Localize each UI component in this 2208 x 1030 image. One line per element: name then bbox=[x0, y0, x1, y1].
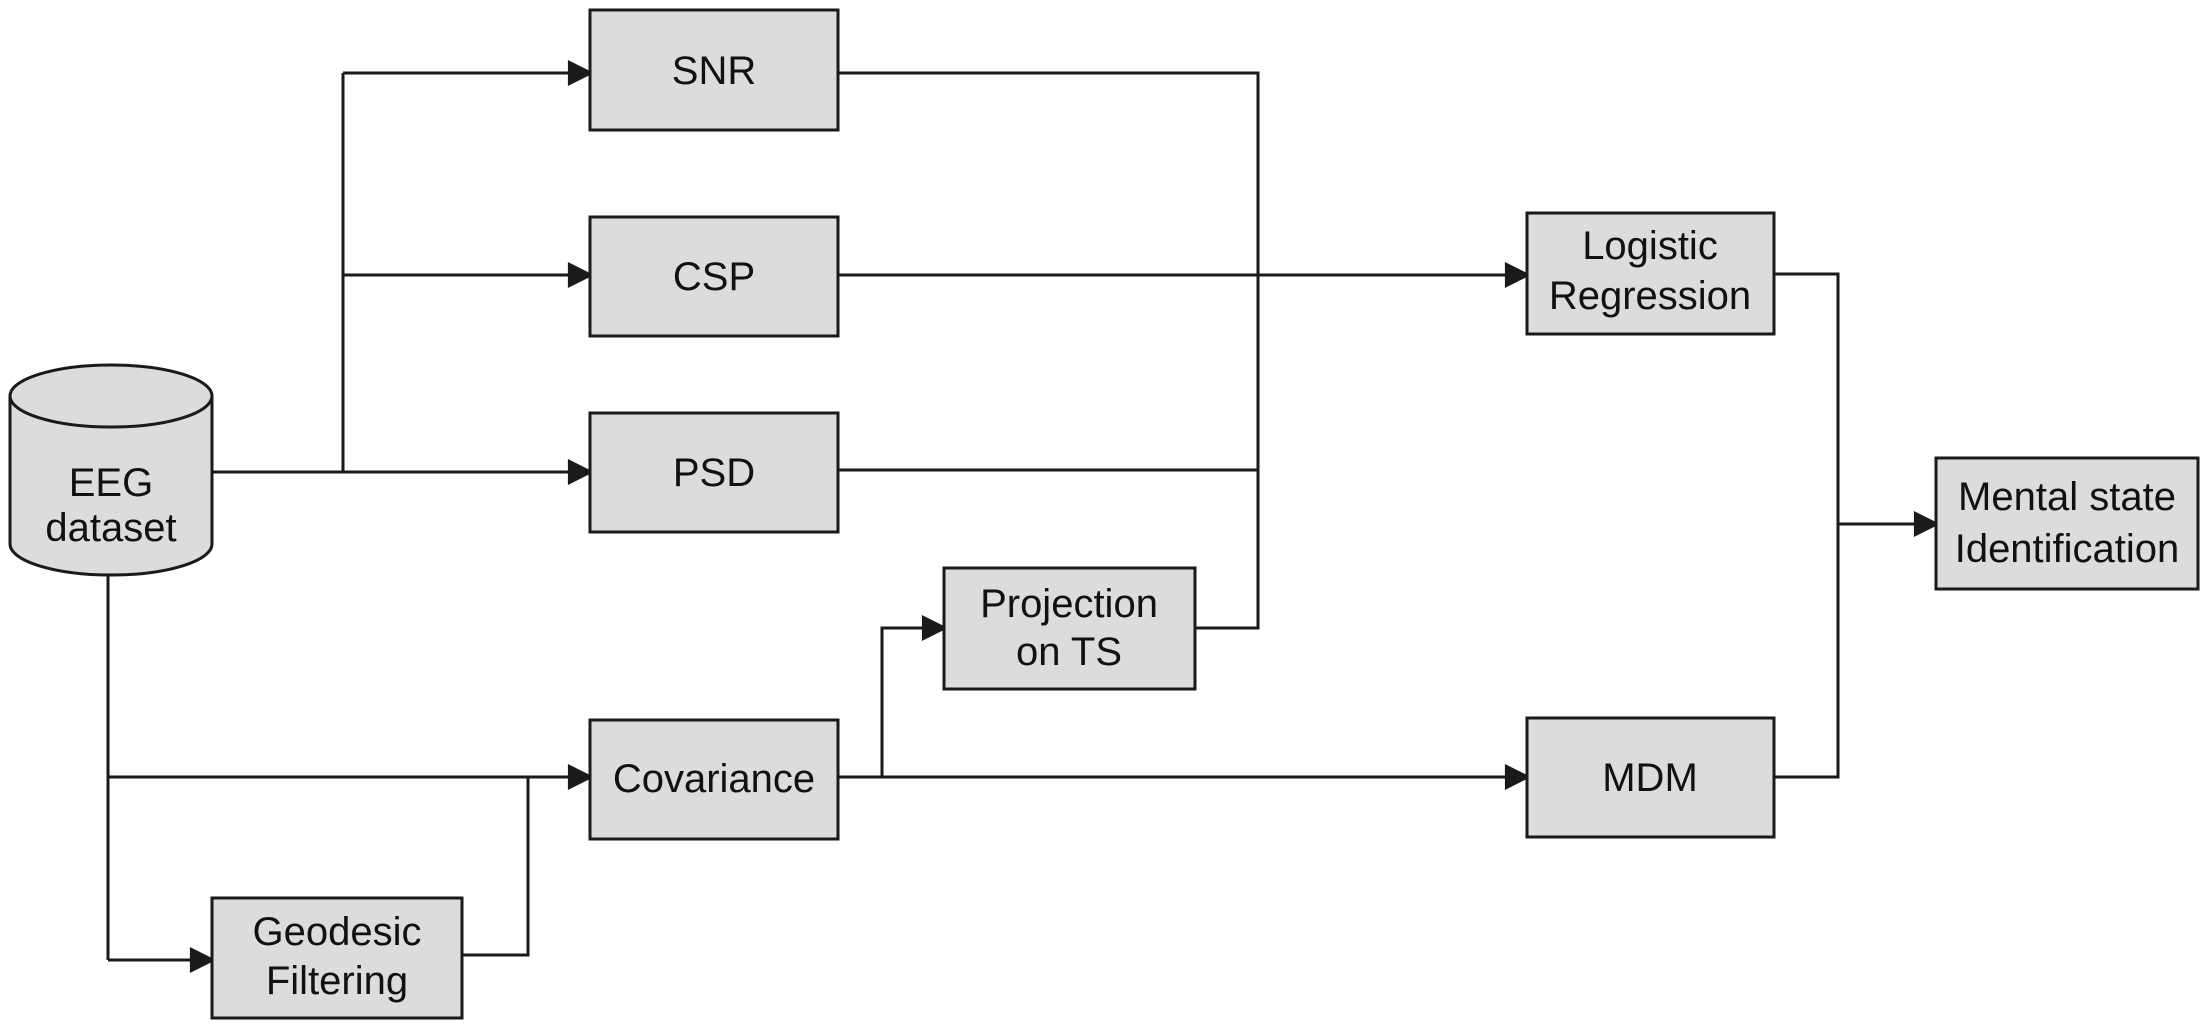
mental-state-label-line1: Mental state bbox=[1958, 475, 2176, 519]
psd-label: PSD bbox=[673, 451, 755, 495]
covariance-label: Covariance bbox=[613, 757, 815, 801]
eeg-cylinder-body bbox=[8, 396, 214, 577]
psd-box bbox=[588, 411, 840, 534]
geodesic-label-line1: Geodesic bbox=[253, 910, 422, 954]
node-covariance: Covariance bbox=[588, 718, 840, 841]
eeg-label-line2: dataset bbox=[45, 506, 176, 550]
edge-logistic-out bbox=[1774, 272, 1840, 779]
node-mdm: MDM bbox=[1525, 716, 1776, 839]
node-projection-on-ts: Projection on TS bbox=[942, 566, 1197, 691]
edge-geodesic-to-covariance bbox=[463, 777, 530, 957]
eeg-cylinder-top bbox=[8, 363, 214, 429]
snr-label: SNR bbox=[672, 49, 756, 93]
snr-box bbox=[588, 8, 840, 132]
node-eeg-dataset: EEG dataset bbox=[8, 363, 214, 577]
covariance-box bbox=[588, 718, 840, 841]
mental-state-label-line2: Identification bbox=[1955, 527, 2180, 571]
csp-box bbox=[588, 215, 840, 338]
mdm-box bbox=[1525, 716, 1776, 839]
projection-label-line2: on TS bbox=[1016, 630, 1122, 674]
node-mental-state-identification: Mental state Identification bbox=[1934, 456, 2200, 591]
mental-state-box bbox=[1934, 456, 2200, 591]
projection-label-line1: Projection bbox=[980, 582, 1158, 626]
projection-box bbox=[942, 566, 1197, 691]
edge-covariance-to-projection bbox=[880, 614, 948, 777]
node-geodesic-filtering: Geodesic Filtering bbox=[210, 896, 464, 1020]
logistic-box bbox=[1525, 211, 1776, 336]
geodesic-box bbox=[210, 896, 464, 1020]
logistic-label-line2: Regression bbox=[1549, 274, 1751, 318]
mdm-label: MDM bbox=[1602, 756, 1698, 800]
csp-label: CSP bbox=[673, 255, 755, 299]
eeg-label-line1: EEG bbox=[69, 461, 153, 505]
edge-snr-out bbox=[838, 71, 1260, 630]
logistic-label-line1: Logistic bbox=[1582, 224, 1718, 268]
node-csp: CSP bbox=[588, 215, 840, 338]
node-logistic-regression: Logistic Regression bbox=[1525, 211, 1776, 336]
connectors bbox=[106, 59, 1940, 973]
geodesic-label-line2: Filtering bbox=[266, 959, 408, 1003]
node-snr: SNR bbox=[588, 8, 840, 132]
node-psd: PSD bbox=[588, 411, 840, 534]
